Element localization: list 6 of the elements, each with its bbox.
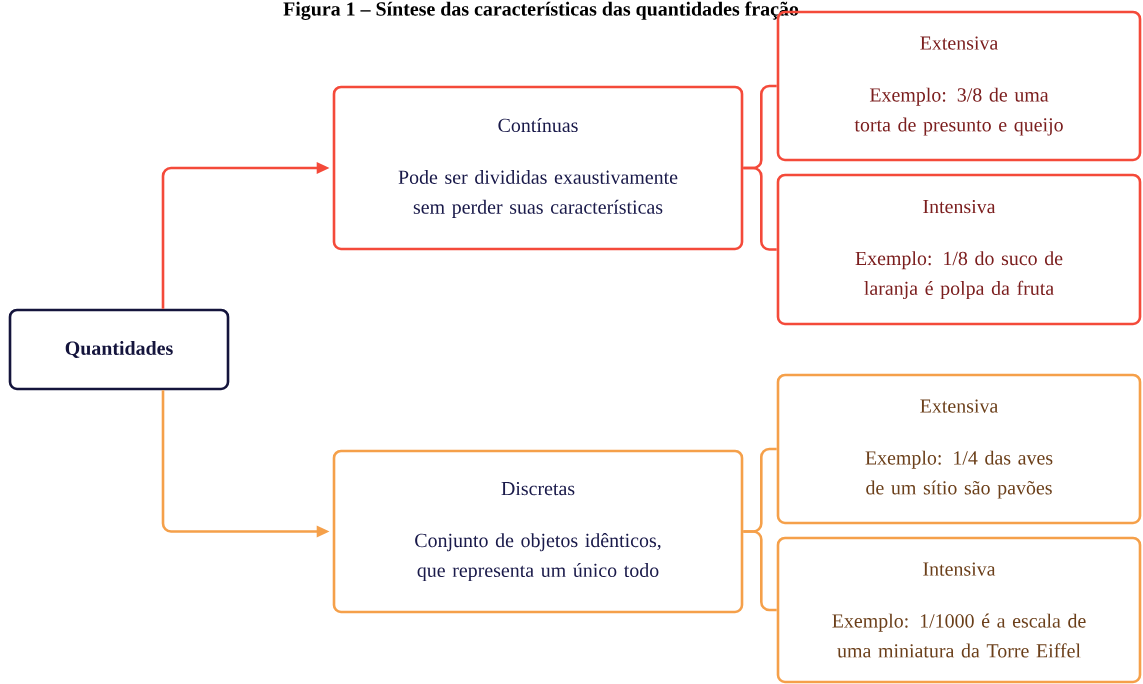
example-box: Intensiva Exemplo: 1/8 do suco de laranja é polpa da fruta — [776, 173, 1142, 326]
root-box: Quantidades — [8, 308, 230, 391]
category-box: Contínuas Pode ser divididas exaustivamente sem perder suas características — [332, 85, 744, 251]
example-box: Intensiva Exemplo: 1/1000 é a escala de uma miniatura da Torre Eiffel — [776, 536, 1142, 684]
example-box: Extensiva Exemplo: 1/4 das aves de um sítio são pavões — [776, 373, 1142, 525]
category-box: Discretas Conjunto de objetos idênticos, que representa um único todo — [332, 449, 744, 614]
